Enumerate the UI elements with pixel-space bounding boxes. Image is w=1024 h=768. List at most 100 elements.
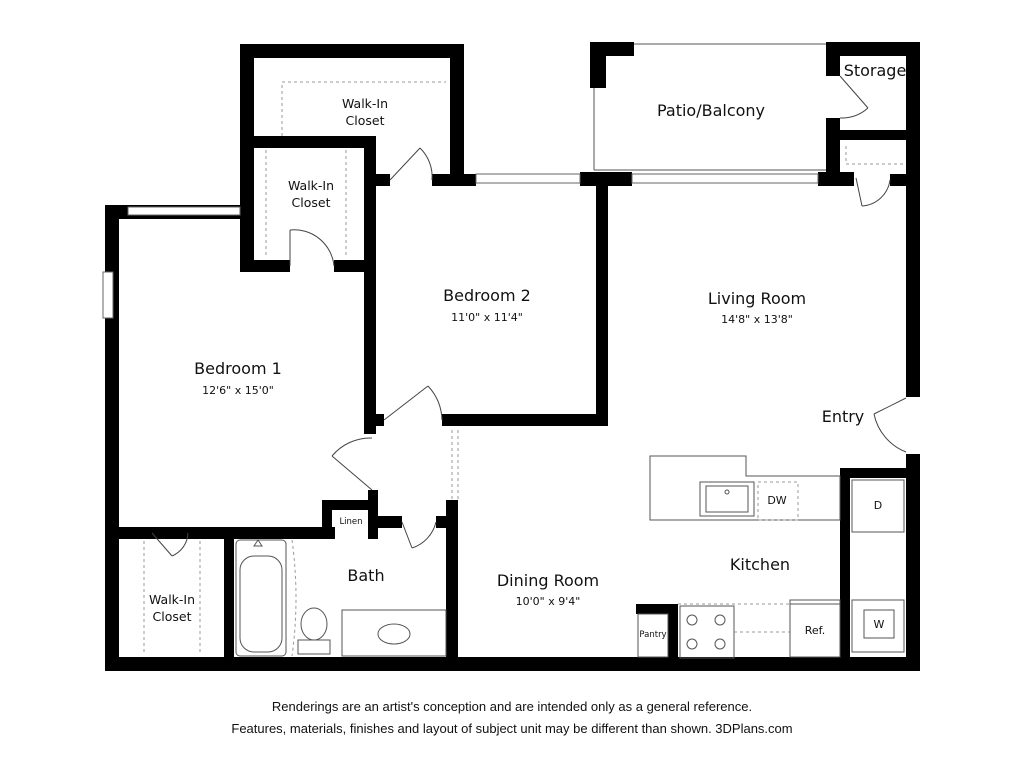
dining-room-label: Dining Room <box>497 571 599 590</box>
door-bed1 <box>331 437 373 491</box>
range <box>679 605 735 659</box>
bathtub-inner <box>239 555 283 653</box>
walkin-closet-mid-line2: Closet <box>292 195 331 210</box>
bath-label: Bath <box>347 566 384 585</box>
wall-patio-left <box>590 42 606 88</box>
wall-bed2-bottom-left <box>364 414 384 426</box>
window-bed1-top <box>127 206 241 216</box>
walkin-closet-top-line2: Closet <box>346 113 385 128</box>
wall-bath-top <box>105 527 335 539</box>
pantry-box <box>637 613 669 658</box>
bedroom1-label: Bedroom 1 <box>194 359 282 378</box>
kitchen-counter <box>649 455 841 521</box>
dryer-box <box>851 479 905 533</box>
window-living-top <box>631 173 819 184</box>
wall-living-top-right <box>818 172 854 186</box>
wall-pantry-right <box>668 604 678 671</box>
wall-closet-top <box>240 44 464 58</box>
vanity-sink <box>377 623 411 645</box>
wall-closet1-bottom-b <box>432 174 476 186</box>
pantry-label: Pantry <box>639 630 666 640</box>
walkin-closet-bottom-line1: Walk-In <box>149 592 195 607</box>
entry-label: Entry <box>822 407 865 426</box>
dining-room-dims: 10'0" x 9'4" <box>516 595 581 608</box>
living-room-label: Living Room <box>708 289 806 308</box>
closet-top-rod <box>281 81 446 136</box>
wall-closet-mid-h <box>252 136 376 148</box>
disclaimer-line-1: Renderings are an artist's conception an… <box>271 699 753 714</box>
wall-linen-box-top <box>322 500 374 510</box>
wall-closet-right <box>450 44 464 184</box>
wall-bath-right <box>446 500 458 671</box>
windows <box>102 43 826 500</box>
wall-outer-left <box>105 205 119 671</box>
bedroom2-label: Bedroom 2 <box>443 286 531 305</box>
wall-laundry-top <box>840 468 910 478</box>
walkin-closet-top-line1: Walk-In <box>342 96 388 111</box>
wall-linen-right <box>368 490 378 539</box>
wall-laundry-left <box>840 468 850 671</box>
wall-living-top-right-b <box>890 174 906 186</box>
wall-patio-right-b <box>826 118 840 184</box>
wall-closet-mid-v <box>364 136 376 434</box>
wall-closet3-right <box>224 527 234 671</box>
door-closet-top <box>389 147 433 181</box>
refrigerator-label: Ref. <box>805 624 826 637</box>
refrigerator <box>789 599 841 658</box>
tub-faucet <box>253 539 263 547</box>
fixtures <box>235 455 905 659</box>
wall-closet-left <box>240 44 254 270</box>
wall-storage-bottom <box>840 130 906 140</box>
wall-linen-box-left <box>322 500 332 539</box>
wall-hall-right-top <box>378 516 402 528</box>
wall-closet2-bottom-b <box>334 260 374 272</box>
living-room-dims: 14'8" x 13'8" <box>721 313 793 326</box>
wall-outer-right-lower <box>906 454 920 671</box>
shower-curtain <box>291 539 297 657</box>
bathtub <box>235 539 287 657</box>
walls <box>105 42 920 671</box>
kitchen-label: Kitchen <box>730 555 790 574</box>
door-closet-mid <box>289 229 335 267</box>
door-closet-bottom <box>151 532 189 557</box>
wall-bed2-right <box>596 172 608 426</box>
washer-box <box>851 599 905 653</box>
door-storage <box>839 75 869 119</box>
kitchen-sink <box>699 481 755 517</box>
door-bed2 <box>383 385 443 421</box>
walkin-closet-bottom-line2: Closet <box>153 609 192 624</box>
storage-label: Storage <box>844 61 907 80</box>
storage-shelf <box>845 146 904 165</box>
door-entry <box>873 397 907 453</box>
door-bath <box>401 521 437 549</box>
door-storage-low <box>855 177 891 207</box>
walkin-closet-mid-line1: Walk-In <box>288 178 334 193</box>
toilet-tank <box>297 639 331 655</box>
dishwasher-label: DW <box>767 494 786 507</box>
linen-label: Linen <box>339 517 362 527</box>
wall-closet1-bottom-a <box>376 174 390 186</box>
room-labels: Walk-In Closet Walk-In Closet Walk-In Cl… <box>149 61 906 640</box>
dishwasher <box>757 481 799 521</box>
washer-label: W <box>874 618 885 631</box>
wall-pantry-top <box>636 604 678 614</box>
bedroom2-dims: 11'0" x 11'4" <box>451 311 523 324</box>
wall-closet3-top <box>105 527 145 539</box>
burner-1 <box>686 614 698 626</box>
wall-closet2-bottom-a <box>240 260 290 272</box>
wall-outer-bottom <box>105 657 920 671</box>
window-bed1-left <box>102 271 114 319</box>
doors <box>151 75 907 557</box>
vanity <box>341 609 447 657</box>
closet-rods <box>143 81 904 655</box>
window-bed2-top <box>475 173 581 184</box>
wall-outer-right-upper <box>906 42 920 397</box>
dryer-label: D <box>874 499 882 512</box>
burner-3 <box>686 638 698 650</box>
kitchen-faucet <box>724 489 730 495</box>
toilet-bowl <box>300 607 328 641</box>
disclaimer-line-2: Features, materials, finishes and layout… <box>231 721 793 736</box>
patio-label: Patio/Balcony <box>657 101 765 120</box>
bedroom1-dims: 12'6" x 15'0" <box>202 384 274 397</box>
